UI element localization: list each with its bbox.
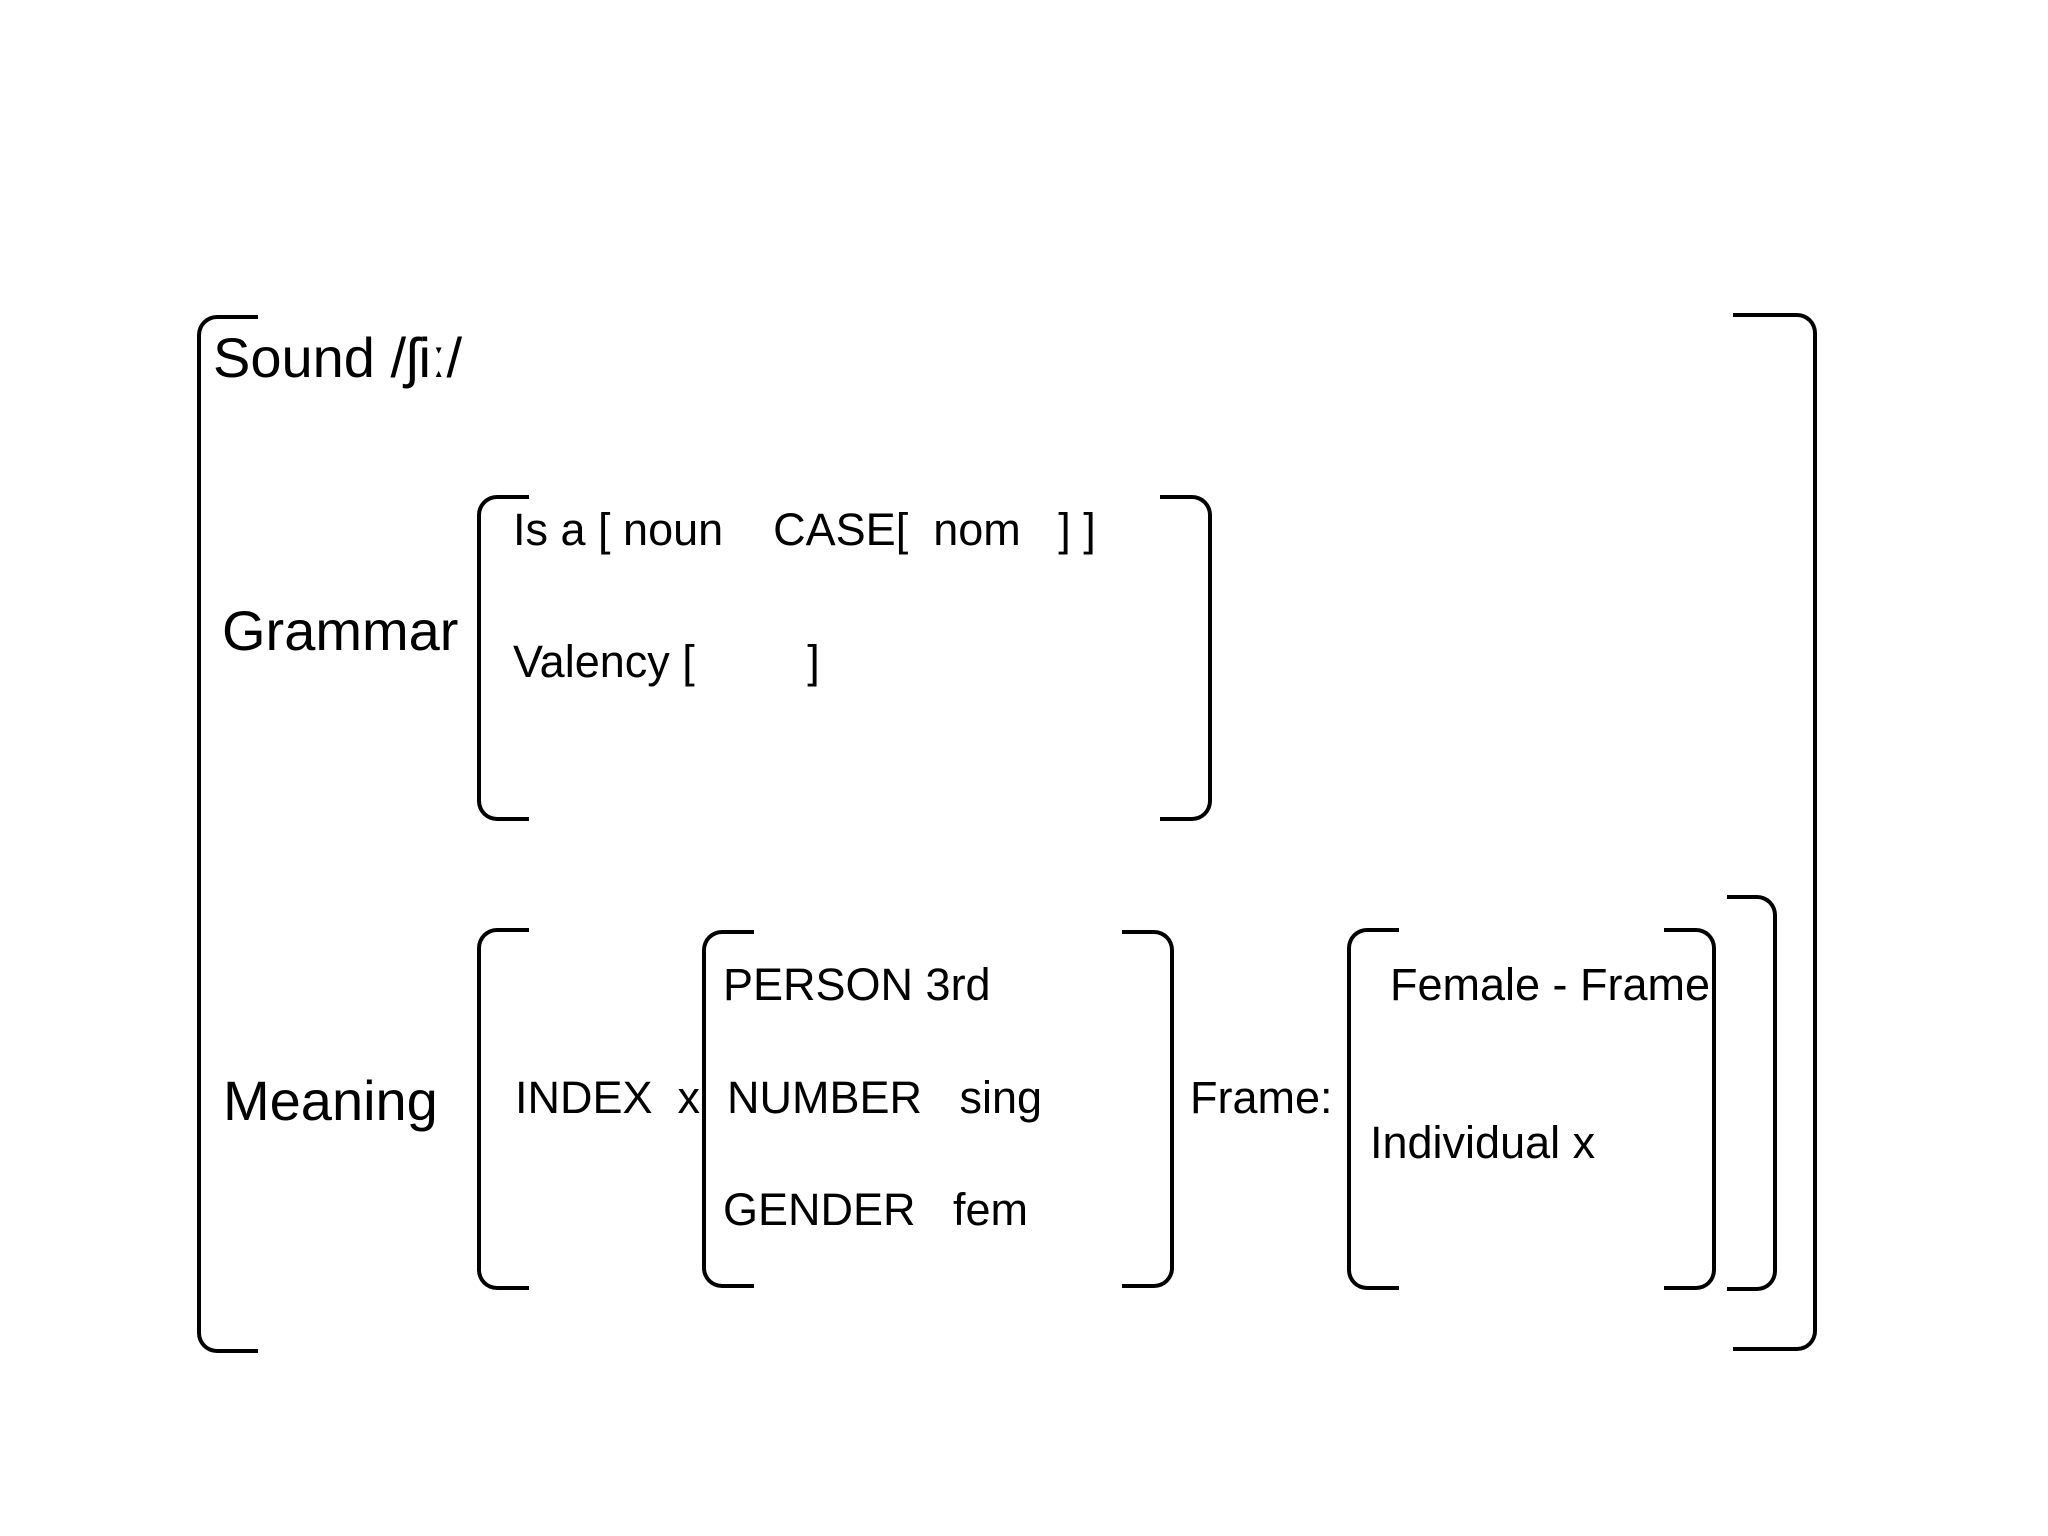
sound-line: Sound /ʃiː/ <box>213 326 463 389</box>
grammar-valency-line: Valency [ ] <box>513 636 820 687</box>
grammar-bracket-right <box>1160 495 1212 821</box>
frame-label: Frame: <box>1190 1072 1333 1123</box>
frame-bracket-left <box>1347 928 1399 1290</box>
grammar-isa-line: Is a [ noun CASE[ nom ] ] <box>513 504 1096 555</box>
meaning-bracket-left <box>477 928 529 1290</box>
index-features-bracket-left <box>702 930 754 1288</box>
lexeme-bracket-left <box>197 315 258 1353</box>
index-features-bracket-right <box>1122 930 1174 1288</box>
meaning-label: Meaning <box>223 1069 438 1132</box>
gender-feature: GENDER fem <box>723 1184 1029 1235</box>
frame-type-feature: Female - Frame <box>1390 959 1711 1010</box>
grammar-bracket-left <box>477 495 529 821</box>
person-feature: PERSON 3rd <box>723 959 991 1010</box>
lexeme-bracket-right <box>1733 313 1817 1351</box>
frame-bracket-right <box>1664 928 1716 1290</box>
grammar-label: Grammar <box>222 599 459 662</box>
meaning-bracket-right <box>1727 895 1777 1291</box>
number-feature: NUMBER sing <box>727 1072 1043 1123</box>
index-attribute: INDEX x <box>515 1072 701 1123</box>
frame-individual-feature: Individual x <box>1370 1117 1596 1168</box>
